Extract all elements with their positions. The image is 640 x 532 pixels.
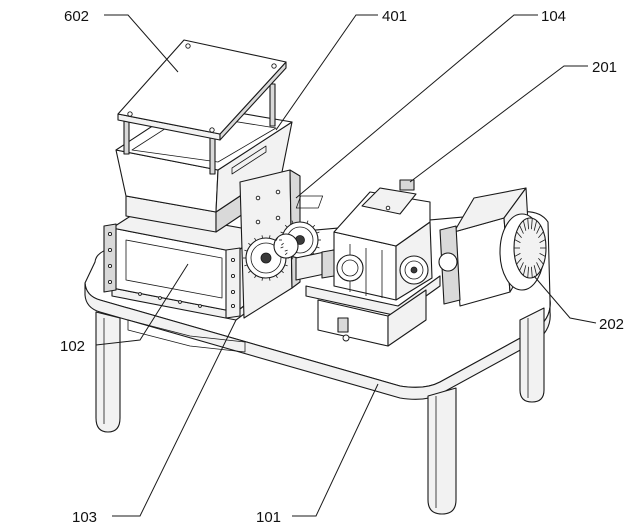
leader-101 <box>292 383 379 517</box>
leader-104 <box>295 14 538 199</box>
label-201: 201 <box>592 59 617 76</box>
table-edge <box>84 282 551 400</box>
label-103: 103 <box>72 509 97 526</box>
label-602: 602 <box>64 8 89 25</box>
table-legs <box>95 307 545 515</box>
leader-201 <box>409 65 588 183</box>
leader-401 <box>275 14 378 131</box>
gear-train <box>239 169 347 319</box>
label-104: 104 <box>541 8 566 25</box>
gearbox <box>295 179 441 347</box>
label-401: 401 <box>382 8 407 25</box>
leg-back-right <box>519 307 545 403</box>
hopper <box>115 67 293 233</box>
motor <box>438 187 547 307</box>
callouts: 602 401 104 201 102 202 103 101 <box>60 8 624 526</box>
leader-202 <box>533 275 597 324</box>
label-102: 102 <box>60 338 85 355</box>
leg-front-left <box>95 311 121 433</box>
leader-102 <box>95 263 189 346</box>
leader-602 <box>104 14 179 73</box>
leader-103 <box>112 319 237 517</box>
lid-plate <box>117 39 287 141</box>
label-202: 202 <box>599 316 624 333</box>
label-101: 101 <box>256 509 281 526</box>
leg-front-right <box>427 387 457 515</box>
